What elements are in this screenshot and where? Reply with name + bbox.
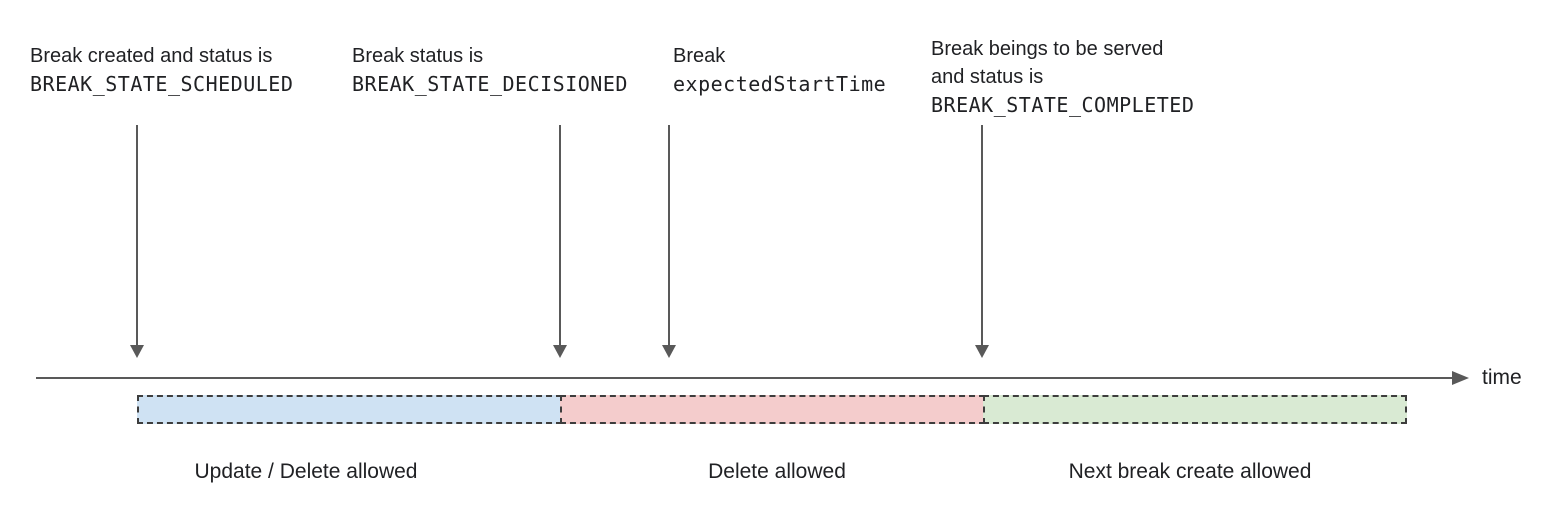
annotation-code-text: BREAK_STATE_DECISIONED bbox=[352, 72, 628, 96]
segment-delete-allowed bbox=[560, 395, 985, 424]
annotation-break-decisioned: Break status is BREAK_STATE_DECISIONED bbox=[352, 42, 628, 98]
arrow-shaft bbox=[136, 125, 138, 345]
arrow-shaft bbox=[981, 125, 983, 345]
event-arrow-decisioned bbox=[552, 125, 568, 358]
arrow-down-icon bbox=[975, 345, 989, 358]
segment-label-delete: Delete allowed bbox=[708, 460, 846, 483]
arrow-down-icon bbox=[553, 345, 567, 358]
arrow-shaft bbox=[559, 125, 561, 345]
annotation-code-text: expectedStartTime bbox=[673, 72, 887, 96]
annotation-expected-start-time: Break expectedStartTime bbox=[673, 42, 886, 98]
segment-label-next-break-create: Next break create allowed bbox=[1068, 460, 1312, 483]
segment-label-update-delete: Update / Delete allowed bbox=[194, 460, 418, 483]
annotation-text: and status is bbox=[931, 66, 1044, 88]
segment-next-break-create-allowed bbox=[983, 395, 1407, 424]
annotation-break-scheduled: Break created and status is BREAK_STATE_… bbox=[30, 42, 293, 98]
annotation-code-text: BREAK_STATE_COMPLETED bbox=[931, 93, 1195, 117]
arrow-down-icon bbox=[130, 345, 144, 358]
annotation-break-completed: Break beings to be served and status is … bbox=[931, 35, 1194, 119]
event-arrow-scheduled bbox=[129, 125, 145, 358]
arrow-shaft bbox=[668, 125, 670, 345]
event-arrow-completed bbox=[974, 125, 990, 358]
annotation-text: Break created and status is bbox=[30, 45, 273, 67]
timeline-segments bbox=[137, 395, 1407, 424]
event-arrow-expected-start bbox=[661, 125, 677, 358]
arrow-down-icon bbox=[662, 345, 676, 358]
annotation-text: Break bbox=[673, 45, 726, 67]
time-axis-line bbox=[36, 377, 1454, 379]
annotation-text: Break status is bbox=[352, 45, 484, 67]
segment-update-delete-allowed bbox=[137, 395, 562, 424]
arrow-right-icon bbox=[1452, 371, 1469, 385]
annotation-text: Break beings to be served bbox=[931, 38, 1164, 60]
time-axis-label: time bbox=[1482, 366, 1522, 389]
annotation-code-text: BREAK_STATE_SCHEDULED bbox=[30, 72, 294, 96]
